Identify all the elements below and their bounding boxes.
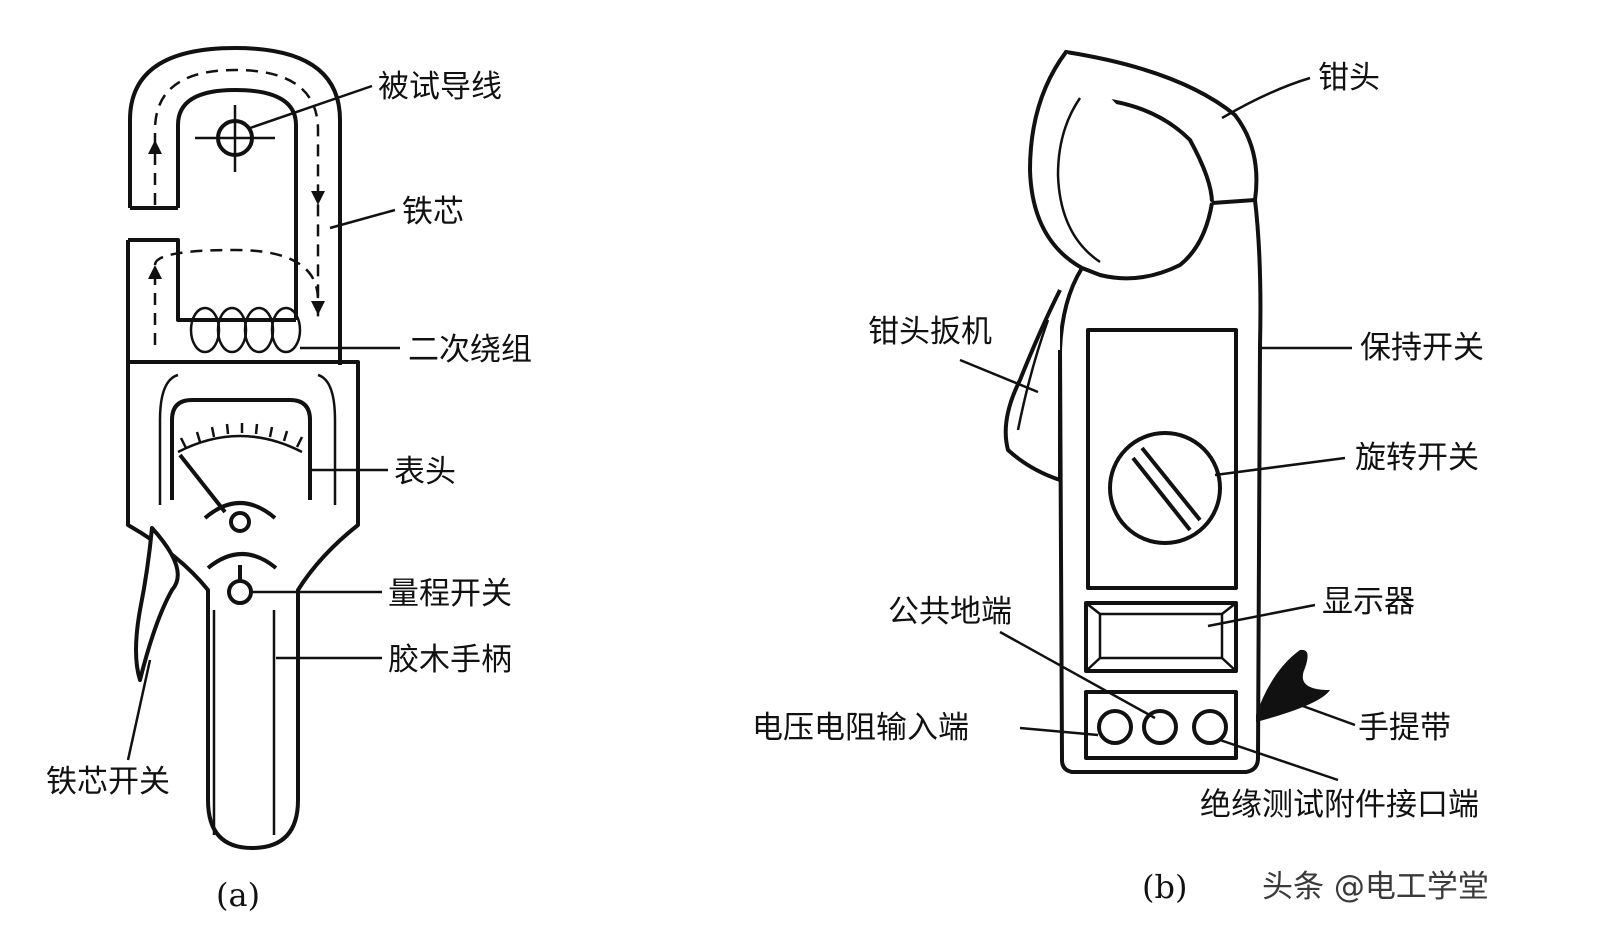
flux-path xyxy=(153,68,320,345)
caption-b: (b) xyxy=(1142,868,1187,906)
label-range-switch: 量程开关 xyxy=(388,576,512,612)
rotary-switch-slot-2 xyxy=(1140,446,1202,522)
leader-conductor xyxy=(249,84,373,130)
label-secondary-winding: 二次绕组 xyxy=(408,332,532,368)
meter-scale xyxy=(177,434,303,454)
leader-rotary-switch xyxy=(1214,456,1346,477)
label-meter-head: 表头 xyxy=(394,454,456,490)
watermark: 头条 @电工学堂 xyxy=(1262,869,1489,905)
terminal-common xyxy=(1142,709,1178,745)
label-iron-core: 铁芯 xyxy=(402,194,464,230)
label-handle: 胶木手柄 xyxy=(388,642,512,678)
label-voltage-input: 电压电阻输入端 xyxy=(752,710,969,746)
leader-insulation-port xyxy=(1219,738,1339,782)
label-rotary-switch: 旋转开关 xyxy=(1355,440,1479,476)
meter-window xyxy=(170,398,312,500)
meter-body xyxy=(126,360,360,850)
secondary-winding-coils xyxy=(189,306,302,354)
meter-body-b xyxy=(1058,199,1263,774)
hand-strap xyxy=(1256,649,1330,722)
display-bevel-1 xyxy=(1085,602,1101,615)
clamp-trigger-inner xyxy=(1016,319,1050,431)
needle-pivot-hole xyxy=(229,511,251,533)
label-insulation-port: 绝缘测试附件接口端 xyxy=(1200,787,1479,823)
terminal-voltage xyxy=(1097,709,1133,745)
label-hand-strap: 手提带 xyxy=(1358,710,1451,746)
terminal-insulation xyxy=(1192,709,1228,745)
label-common-terminal: 公共地端 xyxy=(888,594,1012,630)
needle-pivot xyxy=(203,501,277,520)
label-display: 显示器 xyxy=(1322,584,1415,620)
flux-arrow-down-2 xyxy=(311,301,325,315)
iron-core-outline xyxy=(128,46,342,365)
display-frame xyxy=(1084,601,1238,673)
flux-arrow-up-2 xyxy=(148,265,162,279)
flux-arrow-up xyxy=(148,140,162,154)
rotary-switch xyxy=(1108,431,1222,545)
label-clamp-trigger: 钳头扳机 xyxy=(868,314,992,350)
iron-core-inner xyxy=(176,88,298,320)
display-screen xyxy=(1098,612,1224,660)
core-switch-lever xyxy=(134,526,180,682)
display-bevel-4 xyxy=(1221,657,1237,672)
leader-clamp-trigger xyxy=(959,358,1039,394)
leader-voltage-input xyxy=(1019,726,1099,737)
caption-a: (a) xyxy=(216,876,260,914)
meter-body-inner xyxy=(158,373,337,505)
clamp-jaw-left xyxy=(1028,50,1214,281)
label-clamp-head: 钳头 xyxy=(1318,60,1380,96)
leader-core-switch xyxy=(126,659,152,761)
diagram-b: 钳头 钳头扳机 保持开关 旋转开关 显示器 公共地端 手提带 电压电阻输入端 绝… xyxy=(752,50,1484,906)
display-bevel-3 xyxy=(1085,657,1101,672)
rotary-switch-slot-1 xyxy=(1131,456,1192,532)
meter-scale-ticks xyxy=(179,423,304,449)
range-switch-arc xyxy=(206,552,278,570)
dial-panel xyxy=(1086,328,1238,590)
range-switch-knob xyxy=(227,579,253,605)
label-conductor: 被试导线 xyxy=(378,69,502,105)
terminal-panel xyxy=(1084,690,1238,760)
label-core-switch: 铁芯开关 xyxy=(46,764,170,800)
leader-clamp-head xyxy=(1221,76,1311,120)
clamp-trigger xyxy=(1003,289,1062,482)
leader-display xyxy=(1207,603,1316,628)
label-hold-switch: 保持开关 xyxy=(1360,330,1484,366)
leader-hand-strap xyxy=(1299,703,1356,727)
diagram-a: 被试导线 铁芯 二次绕组 表头 量程开关 胶木手柄 铁芯开关 (a) xyxy=(46,46,532,914)
meter-needle xyxy=(178,453,227,514)
leader-iron-core xyxy=(329,208,396,230)
leader-common-terminal xyxy=(999,630,1156,720)
flux-arrow-down xyxy=(311,191,325,205)
clamp-jaw-inner xyxy=(1056,97,1101,264)
display-bevel-2 xyxy=(1221,602,1237,615)
core-lower-block xyxy=(126,238,296,365)
